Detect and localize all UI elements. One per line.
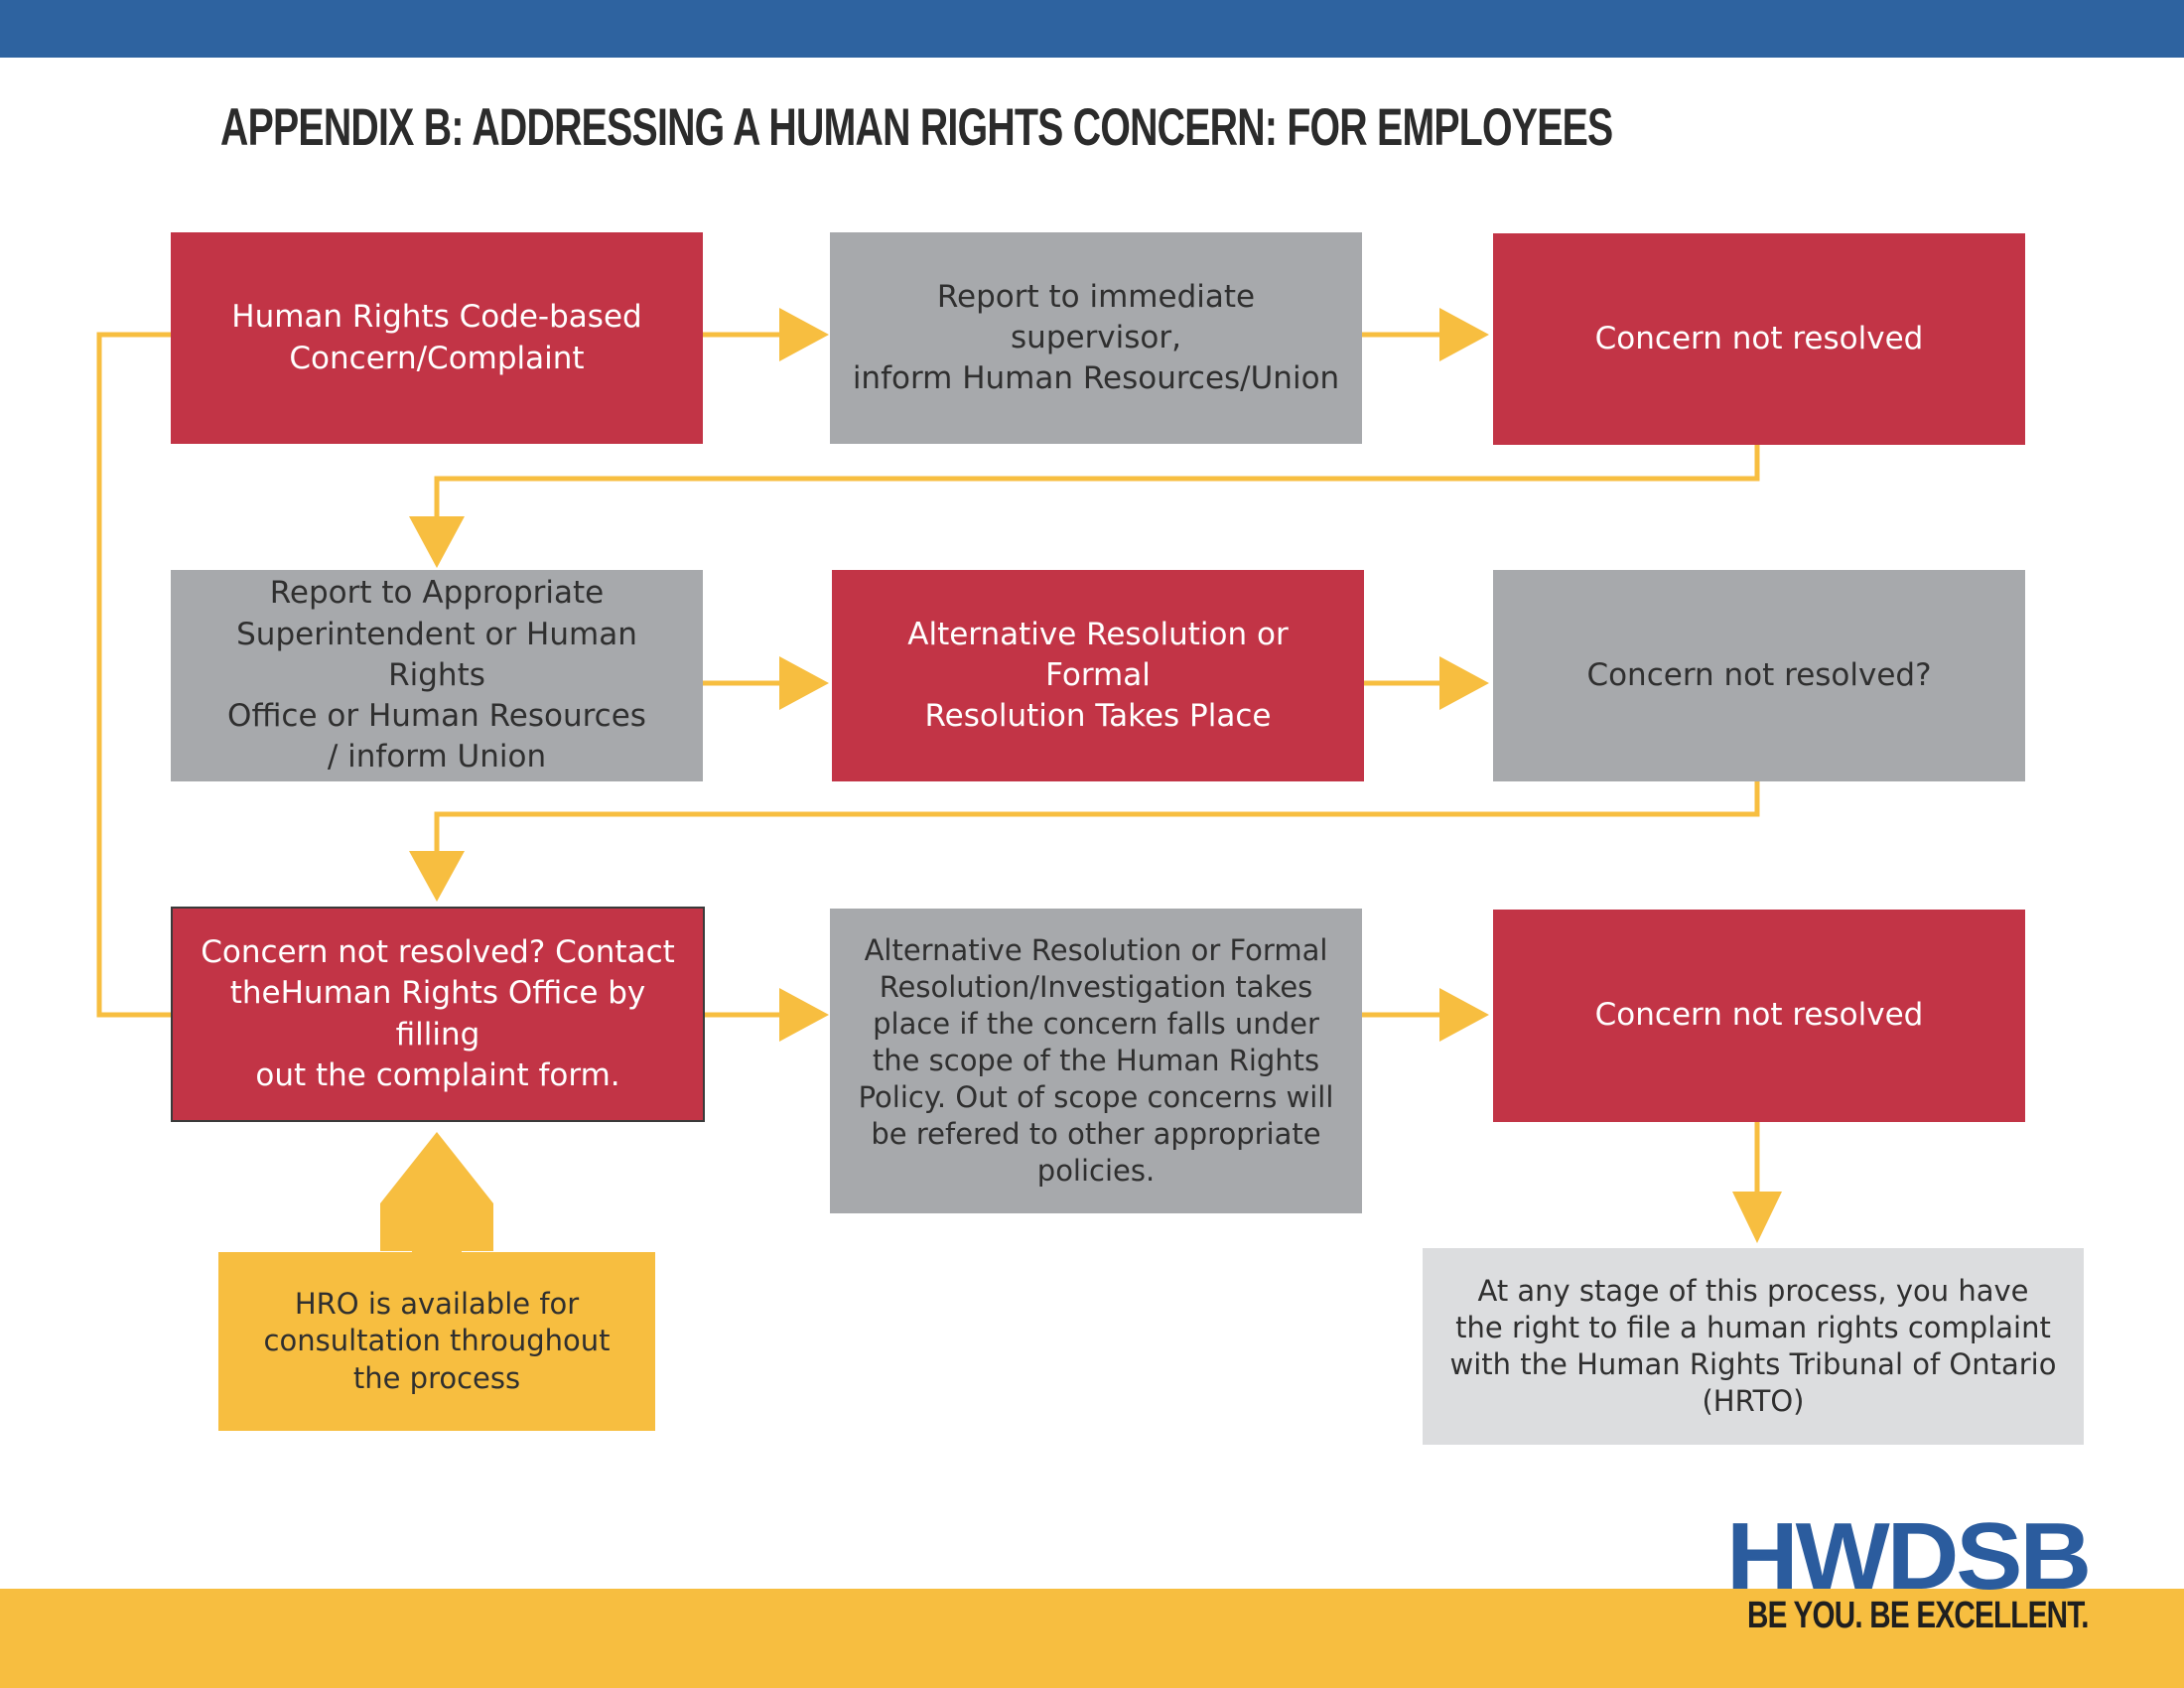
node-concern-not-resolved-2: Concern not resolved	[1493, 910, 2025, 1122]
node-text-line: Concern not resolved?	[1586, 656, 1932, 693]
node-text-line: theHuman Rights Office by filling	[229, 975, 646, 1053]
bottom-yellow-band	[0, 1589, 2184, 1688]
big-arrow-stem	[412, 1201, 462, 1256]
connector-n3-to-n4	[434, 445, 1760, 521]
node-concern-not-resolved-question: Concern not resolved?	[1493, 570, 2025, 781]
node-concern-not-resolved-1: Concern not resolved	[1493, 233, 2025, 445]
hwdsb-logo: HWDSB BE YOU. BE EXCELLENT.	[1694, 1509, 2092, 1637]
node-text-line: Superintendent or Human Rights	[236, 616, 637, 693]
node-text-line: / inform Union	[327, 739, 547, 775]
node-text-line: with the Human Rights Tribunal of Ontari…	[1449, 1347, 2057, 1381]
node-text-line: At any stage of this process, you have	[1477, 1273, 2029, 1308]
connector-n6-to-n7	[434, 780, 1760, 856]
node-report-supervisor: Report to immediate supervisor, inform Hu…	[830, 232, 1362, 444]
node-text-line: Office or Human Resources	[227, 698, 646, 735]
big-arrow-n10-to-n7	[380, 1132, 493, 1251]
node-text-line: (HRTO)	[1702, 1384, 1805, 1419]
node-text-line: Concern not resolved	[1594, 320, 1924, 356]
node-text-line: Human Rights Code-based	[231, 299, 642, 336]
node-text: Concern not resolved?	[1586, 655, 1931, 696]
node-text-line: consultation throughout	[263, 1324, 611, 1358]
node-text-line: the process	[352, 1360, 521, 1395]
node-text: Concern not resolved	[1595, 319, 1924, 359]
arrowhead-n7-to-n8	[779, 988, 829, 1042]
node-contact-hro: Concern not resolved? Contact theHuman Ri…	[171, 907, 705, 1122]
node-text-line: Report to Appropriate	[269, 575, 605, 612]
bypass-n1-to-n7	[96, 332, 171, 1018]
node-text-line: place if the concern falls under	[873, 1006, 1319, 1041]
node-text-line: Policy. Out of scope concerns will	[858, 1080, 1334, 1115]
node-text-line: be refered to other appropriate	[871, 1117, 1321, 1152]
arrowhead-n5-to-n6	[1439, 656, 1489, 710]
node-text-line: Resolution/Investigation takes	[879, 969, 1313, 1004]
arrowhead-n6-to-n7	[409, 851, 465, 902]
node-text-line: the right to file a human rights complai…	[1455, 1310, 2051, 1344]
node-text-line: Resolution Takes Place	[924, 698, 1272, 735]
node-text-line: Concern not resolved	[1594, 997, 1924, 1034]
node-text-line: policies.	[1036, 1154, 1156, 1189]
arrowhead-n2-to-n3	[1439, 308, 1489, 361]
arrowhead-n9-to-n11	[1732, 1192, 1782, 1243]
node-text-line: Alternative Resolution or Formal	[864, 932, 1328, 967]
logo-wordmark: HWDSB	[1725, 1503, 2092, 1610]
node-text-line: Report to immediate supervisor,	[936, 278, 1256, 355]
logo-tagline: BE YOU. BE EXCELLENT.	[1747, 1595, 2090, 1636]
arrowhead-n3-to-n4	[409, 516, 465, 568]
arrowhead-n8-to-n9	[1439, 988, 1489, 1042]
node-text-line: out the complaint form.	[255, 1056, 620, 1093]
node-text: Report to immediate supervisor, inform Hu…	[852, 277, 1340, 400]
node-text-line: inform Human Resources/Union	[852, 360, 1340, 397]
page-title: APPENDIX B: ADDRESSING A HUMAN RIGHTS CO…	[220, 98, 1613, 157]
arrowhead-n1-to-n2	[779, 308, 829, 361]
node-text-line: Concern/Complaint	[289, 340, 585, 376]
node-text: Concern not resolved	[1595, 995, 1924, 1036]
node-text-line: HRO is available for	[294, 1287, 580, 1322]
arrowhead-n4-to-n5	[779, 656, 829, 710]
node-text-line: Alternative Resolution or Formal	[907, 616, 1289, 693]
node-text-line: the scope of the Human Rights	[872, 1043, 1320, 1077]
node-text: Concern not resolved? Contact theHuman Ri…	[195, 932, 681, 1096]
node-text-line: Concern not resolved? Contact	[201, 934, 675, 971]
top-blue-band	[0, 0, 2184, 58]
